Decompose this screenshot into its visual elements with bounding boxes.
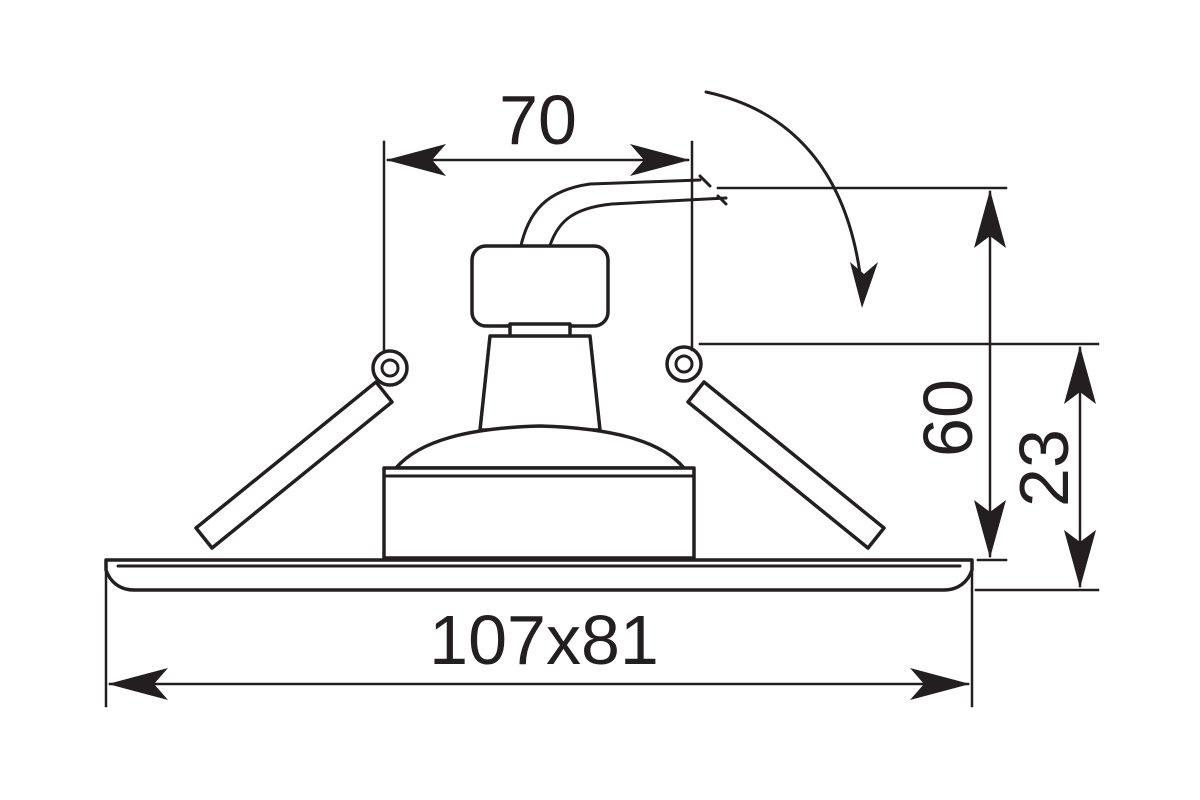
wire-2 xyxy=(546,196,728,254)
lamp-socket xyxy=(478,334,602,432)
rotation-arrow xyxy=(704,90,878,308)
spring-clip-right xyxy=(665,345,886,550)
housing-dome xyxy=(394,424,686,470)
dimension-total-height: 60 xyxy=(716,186,1008,562)
housing-cylinder xyxy=(382,466,696,560)
label-total-height: 60 xyxy=(909,379,987,457)
connector-block xyxy=(470,244,610,328)
clip-pivot-left xyxy=(371,349,409,387)
spring-clip-left xyxy=(194,349,409,550)
label-top-width: 70 xyxy=(499,81,577,159)
dimension-recess-depth: 23 xyxy=(698,342,1100,592)
wire-1 xyxy=(518,178,702,252)
dimension-top-width: 70 xyxy=(382,81,694,354)
fixture-body xyxy=(104,174,974,592)
dimension-flange: 107x81 xyxy=(104,570,974,708)
label-recess-depth: 23 xyxy=(1005,429,1083,507)
label-flange: 107x81 xyxy=(429,601,659,679)
clip-pivot-right xyxy=(665,345,703,383)
wire-end xyxy=(698,174,728,206)
